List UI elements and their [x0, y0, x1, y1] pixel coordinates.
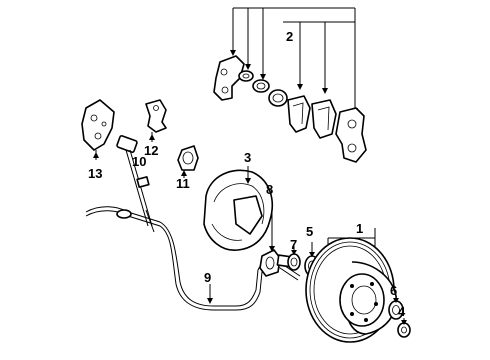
bearing-7: [287, 246, 301, 271]
brake-pad-inner: [287, 95, 311, 133]
callout-4: 4: [398, 304, 406, 319]
caliper-bracket-left: [213, 55, 245, 101]
callout-5: 5: [306, 224, 313, 239]
strut-rod-10: [116, 135, 155, 233]
bearing-6: [388, 296, 404, 320]
brake-pad-outer: [311, 99, 337, 139]
callout-12: 12: [144, 143, 158, 158]
bracket-12: [145, 99, 167, 142]
bushing-11: [177, 145, 199, 178]
callout-1: 1: [356, 221, 363, 236]
callout-2: 2: [286, 29, 293, 44]
nut-4: [397, 318, 411, 338]
callout-11: 11: [176, 176, 190, 191]
callout-6: 6: [390, 283, 397, 298]
caliper-seal: [252, 79, 270, 93]
hub-knuckle-8: [259, 200, 294, 277]
callout-13: 13: [88, 166, 102, 181]
brake-rotor-1: [305, 237, 397, 343]
callout-7: 7: [290, 237, 297, 252]
callout-10: 10: [132, 154, 146, 169]
bracket-13: [81, 99, 115, 160]
splash-shield-3: [203, 166, 274, 251]
callout-9: 9: [204, 270, 211, 285]
caliper-piston: [268, 89, 288, 107]
slide-bushing: [238, 70, 254, 82]
caliper-housing: [335, 107, 367, 163]
callout-8: 8: [266, 182, 273, 197]
callout-3: 3: [244, 150, 251, 165]
